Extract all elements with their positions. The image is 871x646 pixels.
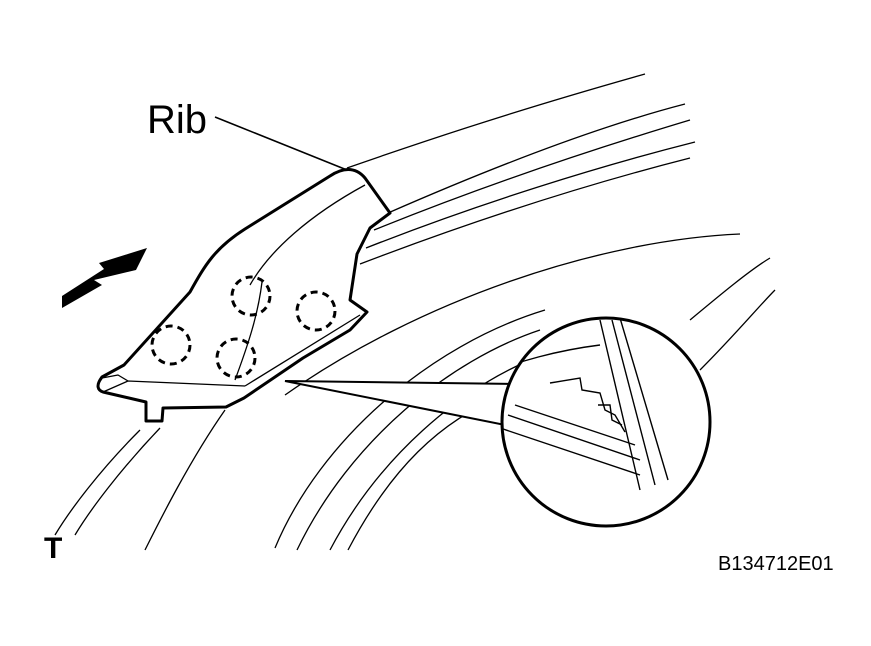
roof-line xyxy=(74,427,161,536)
clip-marker xyxy=(215,337,257,379)
rib-crest-line xyxy=(249,184,366,286)
magnified-detail-circle xyxy=(284,316,712,528)
roof-line xyxy=(689,257,771,321)
rib-flange-line xyxy=(244,314,361,387)
detail-circle-bg xyxy=(502,318,710,526)
detail-line xyxy=(611,319,656,486)
roof-line xyxy=(387,103,686,214)
clip-marker xyxy=(230,275,272,317)
arrow-icon xyxy=(62,248,147,308)
roof-line xyxy=(144,409,226,551)
roof-line xyxy=(346,73,646,169)
roof-line xyxy=(329,359,531,551)
detail-circle-outline xyxy=(500,316,712,528)
rib-component xyxy=(96,168,392,423)
roof-line xyxy=(699,289,776,371)
detail-line xyxy=(502,344,601,381)
detail-line xyxy=(549,377,626,433)
roof-line xyxy=(296,329,541,551)
detail-line xyxy=(514,404,636,446)
view-marker-label: T xyxy=(44,532,63,565)
clip-marker xyxy=(295,290,337,332)
detail-line xyxy=(619,318,669,481)
roof-line xyxy=(373,119,691,231)
roof-line xyxy=(54,429,141,536)
detail-line xyxy=(502,427,641,476)
rib-label: Rib xyxy=(147,98,208,142)
rib-base-edge xyxy=(101,374,129,382)
clip-marker xyxy=(150,324,192,366)
rib-leader-line xyxy=(214,116,348,171)
roof-line xyxy=(284,233,741,396)
detail-line xyxy=(599,319,641,491)
rib-center-line xyxy=(234,281,263,381)
roof-line xyxy=(359,157,691,265)
rib-body xyxy=(96,168,392,423)
detail-pointer xyxy=(284,380,518,427)
detail-line xyxy=(598,404,623,426)
roof-line xyxy=(365,141,696,249)
illustration-code: B134712E01 xyxy=(718,553,834,575)
detail-line xyxy=(507,414,641,461)
clip-markers xyxy=(150,275,337,379)
